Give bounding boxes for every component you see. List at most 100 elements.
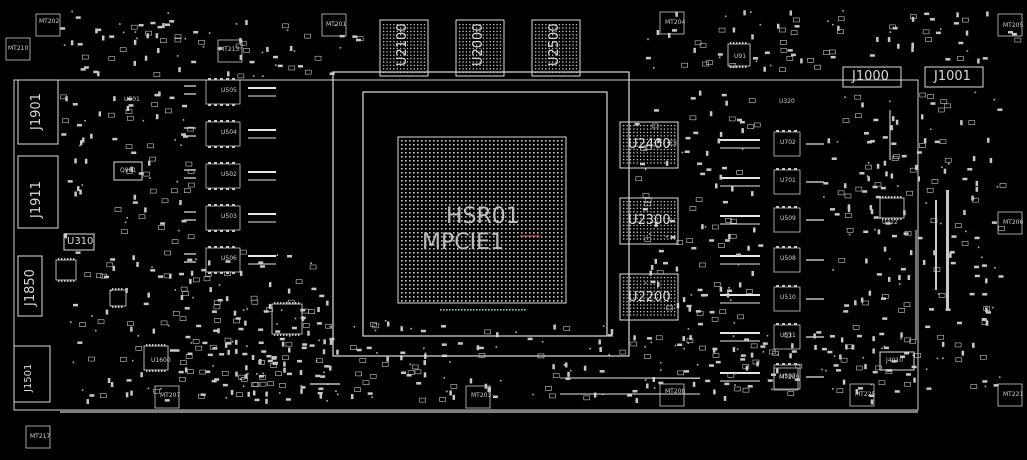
passive-pad	[227, 71, 230, 77]
passive-pad	[847, 204, 851, 210]
passive-pad	[268, 304, 272, 310]
passive-pad	[747, 385, 753, 388]
passive-pad	[709, 239, 715, 242]
vrm-pad	[782, 323, 785, 325]
passive-outline	[939, 139, 947, 144]
passive-outline	[998, 226, 1005, 231]
via	[589, 347, 591, 350]
passive-pad	[872, 370, 878, 374]
gpu-via	[461, 309, 463, 311]
passive-outline	[793, 17, 800, 23]
via	[734, 384, 736, 386]
passive-outline	[161, 198, 169, 204]
passive-outline	[147, 143, 154, 149]
conn-j1901-outline	[17, 79, 59, 145]
vrm-pad	[776, 323, 779, 325]
qfn-pad	[161, 344, 163, 346]
passive-pad	[593, 392, 597, 398]
passive-pad	[279, 337, 285, 341]
passive-outline	[583, 395, 591, 401]
passive-pad	[355, 38, 361, 42]
mounting-pad	[659, 11, 685, 35]
passive-pad	[191, 60, 197, 64]
part-u508-label: U508	[780, 255, 796, 262]
passive-pad	[836, 369, 842, 372]
passive-outline	[158, 225, 165, 230]
vrm-pad	[782, 206, 785, 208]
qfn-pad	[295, 334, 297, 336]
via	[974, 91, 977, 94]
passive-pad	[776, 23, 780, 29]
passive-pad	[691, 246, 697, 250]
passive-pad	[267, 359, 273, 363]
passive-pad	[982, 293, 988, 296]
passive-pad	[770, 373, 776, 376]
qfn-pad	[745, 66, 747, 68]
passive-pad	[708, 364, 714, 367]
passive-pad	[650, 280, 656, 284]
gpu-via	[506, 309, 508, 311]
passive-pad	[693, 47, 696, 53]
via	[446, 390, 448, 393]
passive-outline	[84, 272, 92, 277]
vrm-right-ic	[773, 247, 801, 273]
qfn-pad	[736, 66, 738, 68]
passive-pad	[230, 389, 234, 395]
passive-pad	[725, 239, 731, 242]
passive-pad	[876, 163, 880, 169]
passive-pad	[909, 250, 913, 256]
passive-pad	[685, 136, 691, 140]
qfn-pad	[152, 344, 154, 346]
passive-outline	[97, 319, 105, 324]
passive-outline	[644, 354, 651, 359]
passive-pad	[158, 275, 164, 278]
passive-pad	[744, 338, 750, 341]
passive-outline	[814, 64, 821, 70]
qfn-pad	[745, 42, 747, 44]
passive-pad	[844, 304, 850, 307]
passive-pad	[758, 244, 764, 247]
mounting-pad	[997, 383, 1023, 407]
part-u504-label: U504	[221, 129, 237, 136]
via	[423, 347, 425, 350]
via	[898, 283, 901, 285]
passive-outline	[676, 240, 684, 245]
passive-outline	[933, 267, 941, 272]
passive-outline	[728, 116, 736, 122]
passive-outline	[138, 214, 146, 220]
passive-pad	[847, 206, 851, 212]
passive-pad	[599, 347, 602, 353]
passive-pad	[649, 270, 652, 276]
qfn-pad	[112, 306, 114, 308]
passive-pad	[709, 310, 715, 314]
vrm-pad	[208, 120, 211, 122]
passive-outline	[187, 126, 194, 132]
vrm-pad	[776, 206, 779, 208]
passive-pad	[982, 57, 988, 60]
gpu-via	[494, 309, 496, 311]
passive-outline	[549, 393, 556, 399]
passive-pad	[140, 372, 143, 378]
passive-outline	[236, 392, 243, 397]
vrm-pad	[788, 323, 791, 325]
passive-outline	[370, 322, 377, 327]
vrm-pad	[220, 104, 223, 106]
passive-pad	[70, 40, 74, 46]
mounting-pad	[659, 383, 685, 407]
passive-pad	[258, 261, 264, 264]
via	[870, 383, 873, 386]
passive-pad	[329, 365, 332, 371]
via	[681, 151, 684, 154]
passive-pad	[80, 68, 86, 71]
via	[274, 64, 277, 66]
via	[315, 359, 318, 362]
gpu-via	[503, 309, 505, 311]
passive-outline	[187, 369, 194, 374]
via	[192, 296, 194, 299]
passive-pad	[688, 306, 692, 312]
passive-outline	[937, 334, 944, 340]
via	[374, 329, 377, 332]
passive-outline	[862, 300, 870, 306]
passive-pad	[196, 324, 202, 328]
passive-pad	[823, 182, 829, 185]
